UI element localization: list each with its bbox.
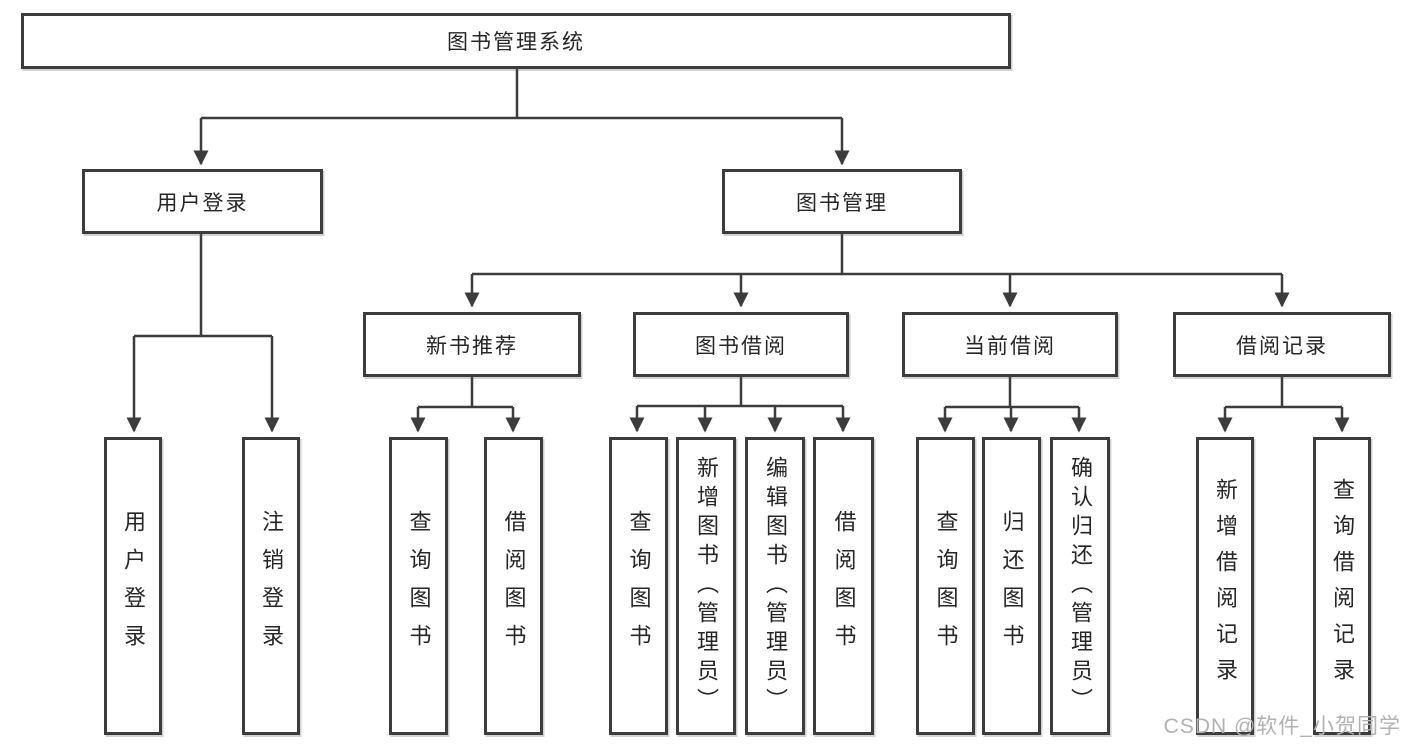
watermark: CSDN @软件_小贺同学: [1163, 715, 1401, 738]
node-borrow-records-label: 借阅记录: [1236, 334, 1328, 358]
node-leaf-user-login-label: 用户登录: [121, 510, 146, 662]
node-book-management: 图书管理: [722, 169, 962, 234]
node-leaf-return-book-label: 归还图书: [999, 510, 1025, 662]
node-book-management-label: 图书管理: [796, 191, 888, 215]
node-leaf-query-books-2-label: 查询图书: [626, 510, 652, 662]
node-leaf-add-borrow-record: 新增借阅记录: [1196, 437, 1254, 735]
node-leaf-query-books-3: 查询图书: [916, 437, 975, 735]
node-new-book-recommend: 新书推荐: [363, 312, 581, 377]
node-book-borrow: 图书借阅: [633, 312, 849, 377]
node-root: 图书管理系统: [21, 13, 1011, 69]
connector-arrows: [126, 118, 1350, 433]
node-borrow-records: 借阅记录: [1173, 312, 1391, 377]
node-user-login-label: 用户登录: [156, 191, 249, 215]
node-leaf-edit-book-admin-label: 编辑图书（管理员）: [763, 455, 788, 717]
node-leaf-confirm-return-admin: 确认归还（管理员）: [1050, 437, 1110, 735]
node-root-label: 图书管理系统: [447, 31, 585, 54]
node-leaf-borrow-books-2: 借阅图书: [813, 437, 874, 735]
node-leaf-borrow-books-1-label: 借阅图书: [501, 510, 527, 662]
node-leaf-query-borrow-record-label: 查询借阅记录: [1330, 478, 1355, 694]
node-leaf-return-book: 归还图书: [982, 437, 1041, 735]
node-current-borrow-label: 当前借阅: [964, 334, 1056, 358]
node-leaf-query-books-1-label: 查询图书: [406, 510, 432, 662]
node-leaf-logout-label: 注销登录: [259, 510, 284, 662]
node-leaf-add-borrow-record-label: 新增借阅记录: [1213, 478, 1238, 694]
node-leaf-add-book-admin: 新增图书（管理员）: [676, 437, 736, 735]
node-leaf-edit-book-admin: 编辑图书（管理员）: [745, 437, 805, 735]
node-current-borrow: 当前借阅: [902, 312, 1118, 377]
node-book-borrow-label: 图书借阅: [695, 334, 787, 358]
node-leaf-confirm-return-admin-label: 确认归还（管理员）: [1068, 455, 1093, 717]
node-leaf-logout: 注销登录: [242, 437, 300, 735]
node-new-book-recommend-label: 新书推荐: [426, 334, 518, 358]
connector-lines: [134, 69, 1342, 409]
node-leaf-add-book-admin-label: 新增图书（管理员）: [694, 455, 719, 717]
node-leaf-user-login: 用户登录: [104, 437, 162, 735]
node-leaf-query-books-3-label: 查询图书: [933, 510, 959, 662]
node-leaf-borrow-books-1: 借阅图书: [484, 437, 543, 735]
node-leaf-borrow-books-2-label: 借阅图书: [831, 510, 857, 662]
node-leaf-query-books-1: 查询图书: [389, 437, 448, 735]
node-user-login: 用户登录: [82, 169, 323, 234]
node-leaf-query-books-2: 查询图书: [609, 437, 668, 735]
node-leaf-query-borrow-record: 查询借阅记录: [1313, 437, 1371, 735]
